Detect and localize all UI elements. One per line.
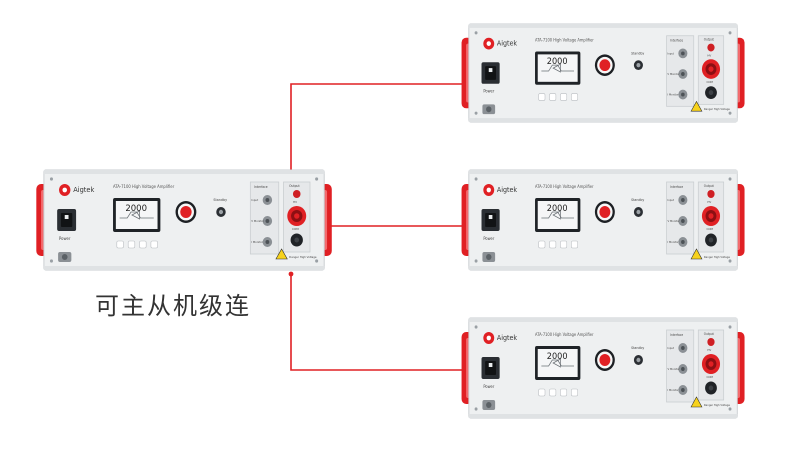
brand-label: Aigtek <box>497 39 517 47</box>
io-label-input: Input <box>667 51 674 55</box>
model-label: ATA-7100 High Voltage Amplifier <box>535 332 594 337</box>
display-value: 2000 <box>547 57 568 67</box>
output-bottom-label: COM <box>706 227 713 231</box>
amplifier-master: Aigtek ATA-7100 High Voltage Amplifier 2… <box>35 169 333 271</box>
io-header: Interface <box>670 333 683 337</box>
cascade-caption: 可主从机级连 <box>95 292 251 320</box>
output-top-label: HV <box>707 53 711 57</box>
indicator-label: Standby <box>631 51 644 55</box>
output-bottom-label: COM <box>706 375 713 379</box>
io-header: Interface <box>254 185 268 189</box>
power-label: Power <box>59 236 71 241</box>
io-label-v-monitor: V Monitor <box>251 219 265 223</box>
power-label: Power <box>483 384 494 389</box>
io-label-input: Input <box>251 198 258 202</box>
brand-label: Aigtek <box>73 186 94 194</box>
output-header: Output <box>704 184 715 188</box>
output-top-label: HV <box>707 348 711 352</box>
warning-text: Danger High Voltage <box>704 255 730 259</box>
display-value: 2000 <box>547 204 568 214</box>
output-header: Output <box>289 184 300 188</box>
brand-label: Aigtek <box>497 334 517 342</box>
cable-master-to-slave-2 <box>310 223 474 229</box>
io-label-v-monitor: V Monitor <box>667 367 680 371</box>
power-label: Power <box>483 89 494 93</box>
output-bottom-label: COM <box>292 227 299 231</box>
io-label-input: Input <box>667 346 674 350</box>
io-header: Interface <box>670 39 683 43</box>
amplifier-slave-3: Aigtek ATA-7100 High Voltage Amplifier 2… <box>461 317 746 419</box>
power-label: Power <box>483 236 494 241</box>
brand-label: Aigtek <box>497 186 517 194</box>
io-label-i-monitor: I Monitor <box>251 240 264 244</box>
io-label-v-monitor: V Monitor <box>667 219 680 223</box>
model-label: ATA-7100 High Voltage Amplifier <box>113 184 174 189</box>
cable-master-to-slave-1 <box>288 81 474 184</box>
io-header: Interface <box>670 185 683 189</box>
output-bottom-label: COM <box>706 80 713 84</box>
warning-text: Danger High Voltage <box>704 403 730 407</box>
output-top-label: HV <box>293 200 297 204</box>
io-label-i-monitor: I Monitor <box>667 240 679 244</box>
model-label: ATA-7100 High Voltage Amplifier <box>535 184 594 189</box>
output-header: Output <box>704 38 715 42</box>
model-label: ATA-7100 High Voltage Amplifier <box>535 39 594 43</box>
output-header: Output <box>704 332 715 336</box>
amplifier-slave-2: Aigtek ATA-7100 High Voltage Amplifier 2… <box>461 169 746 271</box>
warning-text: Danger High Voltage <box>289 255 317 259</box>
indicator-label: Standby <box>213 198 227 202</box>
warning-text: Danger High Voltage <box>704 107 730 111</box>
amplifier-slave-1: Aigtek ATA-7100 High Voltage Amplifier 2… <box>461 23 746 123</box>
indicator-label: Standby <box>631 198 644 202</box>
display-value: 2000 <box>547 352 568 362</box>
output-top-label: HV <box>707 200 711 204</box>
io-label-v-monitor: V Monitor <box>667 72 680 76</box>
indicator-label: Standby <box>631 346 644 350</box>
io-label-i-monitor: I Monitor <box>667 388 679 392</box>
display-value: 2000 <box>125 204 147 214</box>
io-label-i-monitor: I Monitor <box>667 92 679 96</box>
cable-master-to-slave-3 <box>288 271 474 373</box>
io-label-input: Input <box>667 198 674 202</box>
